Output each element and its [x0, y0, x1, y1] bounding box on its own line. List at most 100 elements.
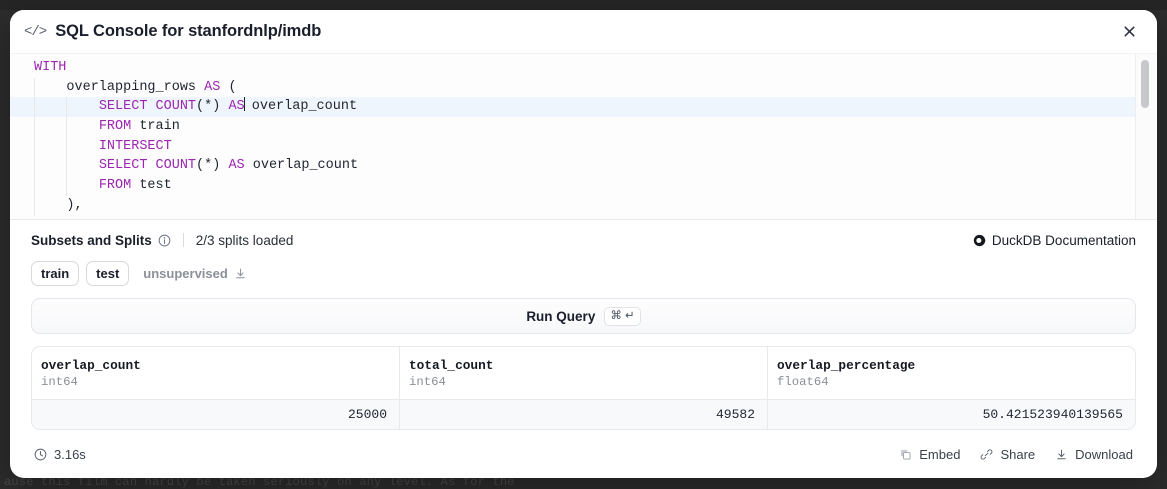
- sql-text: (*): [196, 158, 229, 174]
- divider: [182, 233, 184, 247]
- sql-keyword: FROM: [98, 178, 132, 194]
- run-query-wrap: Run Query ⌘ ↵: [10, 286, 1157, 334]
- background-top-strip: [0, 0, 1167, 10]
- sql-line-text: FROM test: [34, 178, 172, 193]
- indent-guide: [66, 176, 68, 196]
- query-duration: 3.16s: [34, 447, 86, 462]
- sql-keyword: AS: [228, 99, 245, 115]
- sql-text: overlap_count: [244, 158, 359, 174]
- close-icon: [1123, 26, 1135, 37]
- sql-line[interactable]: ),: [10, 195, 1157, 216]
- sql-line-text: overlapping_rows AS (: [34, 79, 237, 95]
- copy-icon: [899, 448, 912, 461]
- sql-line[interactable]: WITH: [10, 58, 1157, 78]
- sql-keyword: SELECT COUNT: [98, 99, 197, 115]
- footer-action-label: Download: [1075, 446, 1133, 462]
- link-icon: [980, 448, 993, 461]
- sql-line[interactable]: INTERSECT: [10, 136, 1157, 157]
- run-query-label: Run Query: [526, 308, 596, 324]
- subsets-and-splits-bar: Subsets and Splits 2/3 splits loaded: [10, 219, 1157, 286]
- sql-line[interactable]: SELECT COUNT(*) AS overlap_count: [10, 156, 1157, 177]
- editor-scrollbar-thumb[interactable]: [1141, 60, 1149, 108]
- sql-line[interactable]: FROM test: [10, 176, 1157, 196]
- sql-keyword: AS: [228, 158, 245, 174]
- run-query-button[interactable]: Run Query ⌘ ↵: [31, 298, 1136, 334]
- indent-guide: [66, 97, 68, 118]
- indent-guide: [34, 156, 35, 177]
- sql-line-text: INTERSECT: [34, 139, 172, 154]
- sql-text: overlap_count: [243, 99, 358, 115]
- sql-console-modal: </> SQL Console for stanfordnlp/imdb WIT…: [10, 10, 1157, 478]
- indent-guide: [34, 195, 35, 216]
- modal-header: </> SQL Console for stanfordnlp/imdb: [10, 10, 1157, 53]
- sql-keyword: SELECT COUNT: [98, 158, 197, 174]
- sql-keyword: INTERSECT: [98, 138, 172, 154]
- text-cursor: [243, 97, 245, 112]
- results-column-header[interactable]: total_count int64: [400, 347, 768, 399]
- run-query-shortcut: ⌘ ↵: [604, 306, 641, 326]
- table-cell: 25000: [32, 400, 400, 429]
- sql-line-text: FROM train: [34, 119, 180, 134]
- sql-keyword: AS: [204, 79, 221, 95]
- background-clipped-row: ause this film can hardly be taken serio…: [4, 475, 515, 489]
- footer-action-share[interactable]: Share: [980, 447, 1035, 462]
- indent-guide: [34, 97, 35, 118]
- column-name: overlap_count: [41, 358, 141, 373]
- query-duration-label: 3.16s: [54, 446, 86, 462]
- editor-scrollbar[interactable]: [1135, 54, 1157, 219]
- sql-line-text: SELECT COUNT(*) AS overlap_count: [34, 97, 358, 115]
- sql-line[interactable]: overlapping_rows AS (: [10, 77, 1157, 98]
- sql-keyword: FROM: [98, 119, 132, 135]
- sql-line-text: WITH: [34, 60, 66, 75]
- sql-keyword: WITH: [34, 60, 67, 75]
- sql-line[interactable]: SELECT COUNT(*) AS overlap_count: [10, 97, 1157, 118]
- indent-guide: [66, 117, 68, 137]
- split-chip-label: test: [96, 265, 120, 281]
- download-icon: [1055, 448, 1068, 461]
- splits-header-row: Subsets and Splits 2/3 splits loaded: [31, 229, 1136, 251]
- column-type: int64: [409, 375, 446, 389]
- indent-guide: [34, 136, 35, 157]
- results-column-header[interactable]: overlap_count int64: [32, 347, 400, 399]
- column-type: float64: [777, 375, 829, 389]
- column-type: int64: [41, 375, 78, 389]
- sql-editor-content[interactable]: WITH overlapping_rows AS ( SELECT COUNT(…: [10, 54, 1157, 216]
- split-chip-train[interactable]: train: [31, 260, 80, 286]
- info-icon[interactable]: [158, 234, 171, 247]
- footer-action-label: Share: [1000, 446, 1036, 462]
- sql-text: test: [131, 178, 172, 194]
- clock-icon: [34, 448, 47, 460]
- sql-line-text: SELECT COUNT(*) AS overlap_count: [34, 158, 358, 173]
- close-button[interactable]: [1115, 18, 1143, 46]
- column-name: total_count: [409, 358, 494, 373]
- sql-text: (: [220, 79, 237, 95]
- split-chip-label: unsupervised: [143, 265, 228, 281]
- footer-actions: Embed Share Download: [899, 447, 1133, 462]
- download-icon: [236, 268, 245, 278]
- results-footer: 3.16s Embed Share Download: [10, 430, 1157, 468]
- split-chip-unsupervised[interactable]: unsupervised: [136, 260, 257, 286]
- sql-text: train: [131, 119, 180, 135]
- sql-line-text: ),: [34, 197, 83, 213]
- page-title: SQL Console for stanfordnlp/imdb: [55, 22, 322, 40]
- sql-editor[interactable]: WITH overlapping_rows AS ( SELECT COUNT(…: [10, 53, 1157, 219]
- indent-guide: [34, 176, 35, 196]
- sql-text: ),: [66, 197, 83, 213]
- split-chip-label: train: [41, 265, 70, 281]
- footer-action-embed[interactable]: Embed: [899, 447, 960, 462]
- column-name: overlap_percentage: [777, 358, 916, 373]
- code-tag-icon: </>: [24, 23, 47, 40]
- footer-action-download[interactable]: Download: [1055, 447, 1133, 462]
- duckdb-icon: [973, 234, 986, 247]
- results-column-header[interactable]: overlap_percentage float64: [768, 347, 1135, 399]
- split-chip-test[interactable]: test: [86, 260, 130, 286]
- table-cell: 49582: [400, 400, 768, 429]
- sql-line[interactable]: FROM train: [10, 117, 1157, 137]
- duckdb-documentation-link[interactable]: DuckDB Documentation: [973, 233, 1136, 248]
- split-chip-list: train test unsupervised: [31, 260, 1136, 286]
- splits-title: Subsets and Splits: [31, 232, 152, 248]
